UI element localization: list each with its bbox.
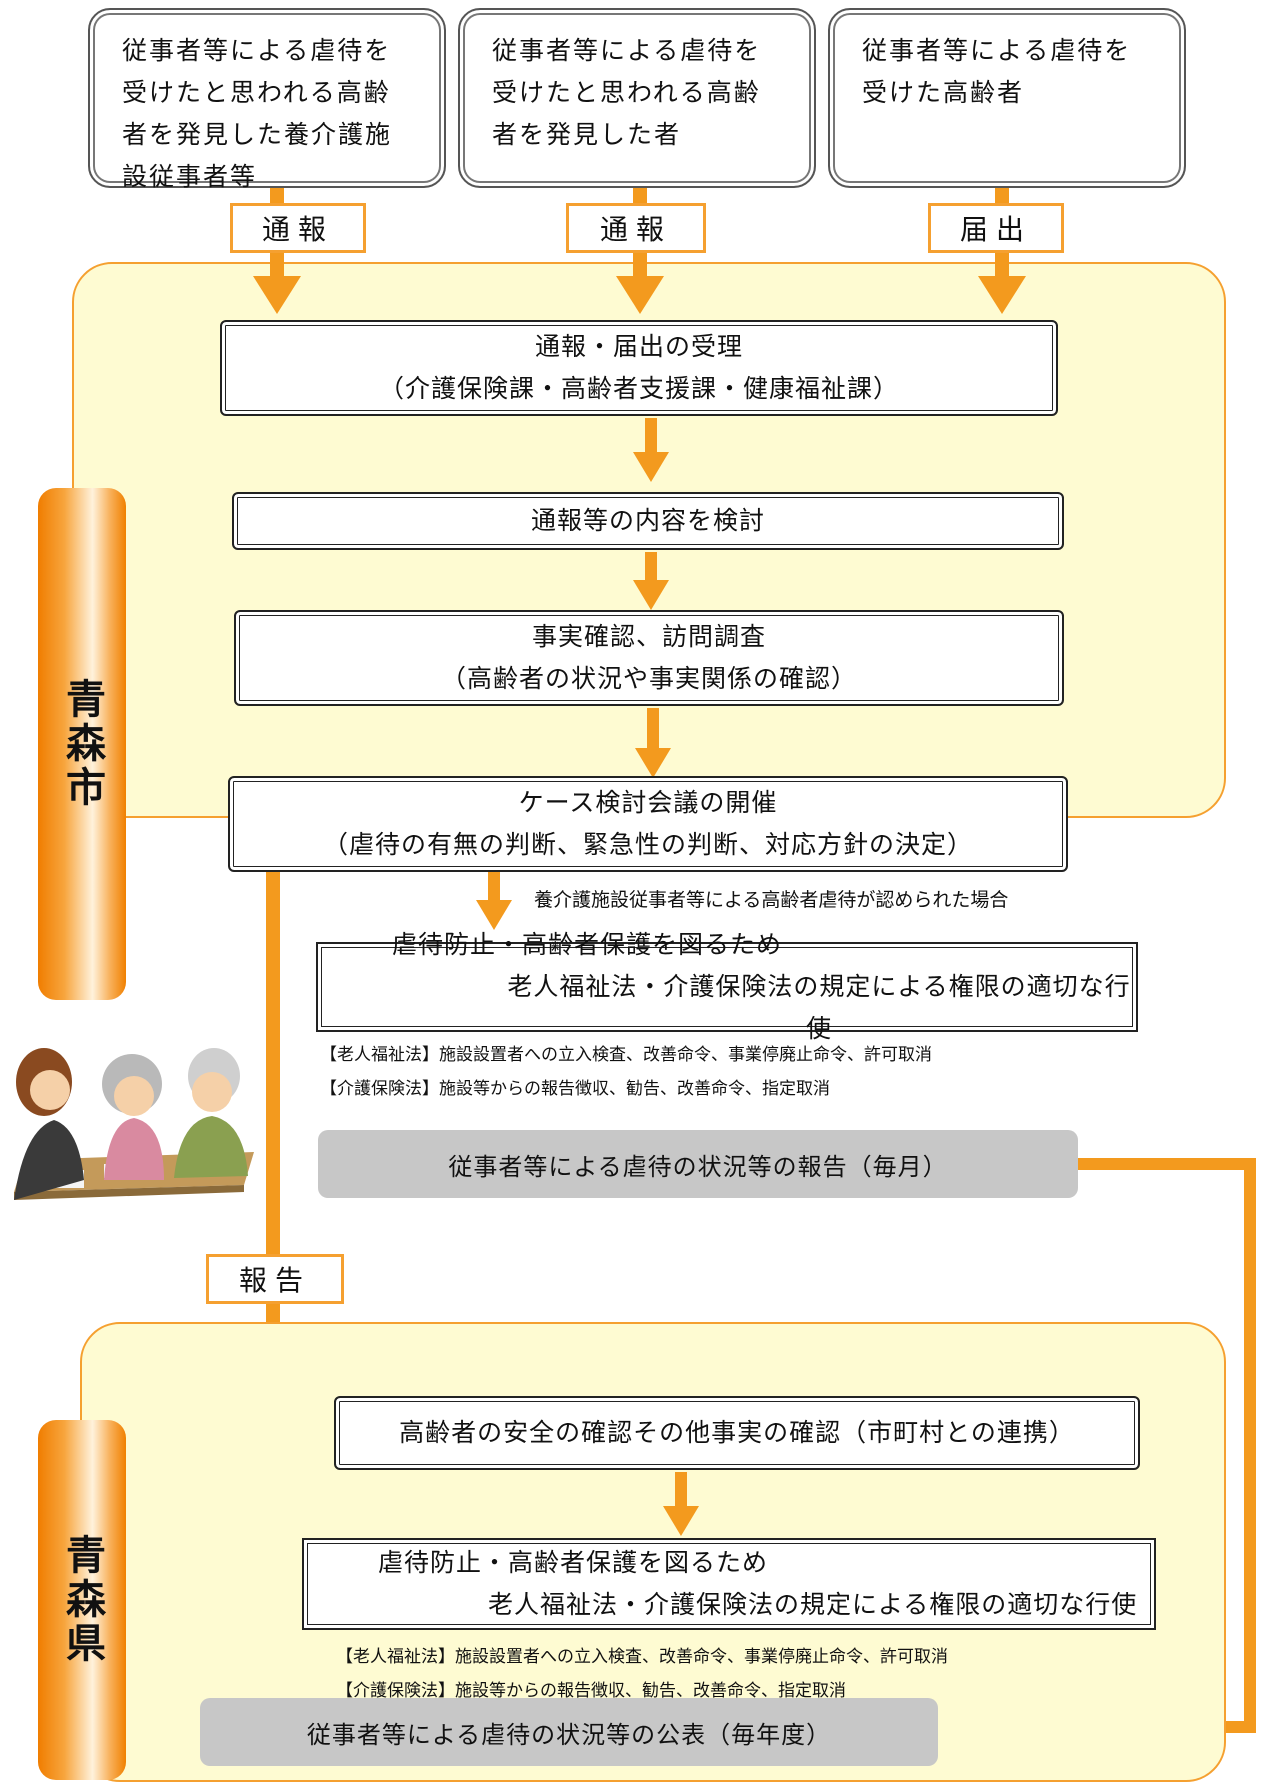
- prefecture-step-safety-check: 高齢者の安全の確認その他事実の確認（市町村との連携）: [334, 1396, 1140, 1470]
- law-item: 【介護保険法】施設等からの報告徴収、勧告、改善命令、指定取消: [320, 1079, 830, 1099]
- step-detail: （高齢者の状況や事実関係の確認）: [440, 664, 857, 693]
- city-step-review: 通報等の内容を検討: [232, 492, 1064, 550]
- monthly-connector: [1078, 1158, 1256, 1170]
- arrow-shaft: [488, 872, 500, 902]
- label-text: 届出: [959, 213, 1032, 246]
- arrow-head: [663, 1506, 699, 1536]
- step-title: 虐待防止・高齢者保護を図るため: [378, 1548, 769, 1577]
- prefecture-tab: 青森県: [38, 1420, 126, 1780]
- step-title: 通報・届出の受理: [534, 332, 743, 361]
- step-title: 事実確認、訪問調査: [531, 622, 766, 651]
- law-item: 【老人福祉法】施設設置者への立入検査、改善命令、事業停廃止命令、許可取消: [336, 1647, 948, 1667]
- label-report-up: 報告: [206, 1254, 344, 1304]
- step-title: ケース検討会議の開催: [518, 788, 778, 817]
- arrow-head: [253, 276, 301, 314]
- arrow-head: [476, 900, 512, 930]
- city-name: 青森市: [59, 678, 105, 810]
- monthly-connector: [1244, 1158, 1256, 1733]
- source-box-discoverer: 従事者等による虐待を 受けたと思われる高齢 者を発見した者: [458, 8, 816, 188]
- city-monthly-report: 従事者等による虐待の状況等の報告（毎月）: [318, 1130, 1078, 1198]
- label-text: 報告: [238, 1264, 311, 1297]
- city-step-investigation: 事実確認、訪問調査 （高齢者の状況や事実関係の確認）: [234, 610, 1064, 706]
- source-text: 者を発見した者: [492, 120, 682, 149]
- condition-note: 養介護施設従事者等による高齢者虐待が認められた場合: [534, 889, 1009, 911]
- law-item: 【老人福祉法】施設設置者への立入検査、改善命令、事業停廃止命令、許可取消: [320, 1045, 932, 1065]
- label-text: 通報: [599, 213, 672, 246]
- arrow-head: [616, 276, 664, 314]
- source-text: 設従事者等: [122, 162, 258, 191]
- label-notify: 届出: [928, 203, 1064, 253]
- arrow-shaft: [675, 1472, 687, 1508]
- annual-publication-text: 従事者等による虐待の状況等の公表（毎年度）: [306, 1720, 832, 1749]
- arrow-head: [633, 452, 669, 482]
- step-title: 虐待防止・高齢者保護を図るため: [392, 930, 783, 959]
- prefecture-law-list: 【老人福祉法】施設設置者への立入検査、改善命令、事業停廃止命令、許可取消 【介護…: [336, 1640, 1196, 1710]
- source-text: 従事者等による虐待を: [122, 36, 392, 65]
- prefecture-name: 青森県: [59, 1534, 105, 1666]
- step-detail: 老人福祉法・介護保険法の規定による権限の適切な行使: [488, 1590, 1138, 1619]
- city-step-authority: 虐待防止・高齢者保護を図るため 老人福祉法・介護保険法の規定による権限の適切な行…: [316, 930, 1138, 1043]
- source-box-victim: 従事者等による虐待を 受けた高齢者: [828, 8, 1186, 188]
- source-text: 受けたと思われる高齢: [122, 78, 391, 107]
- source-text: 受けたと思われる高齢: [492, 78, 761, 107]
- source-box-facility-staff: 従事者等による虐待を 受けたと思われる高齢 者を発見した養介護施 設従事者等: [88, 8, 446, 191]
- monthly-report-text: 従事者等による虐待の状況等の報告（毎月）: [448, 1152, 948, 1181]
- consultation-illustration: [14, 1048, 254, 1200]
- step-title: 高齢者の安全の確認その他事実の確認（市町村との連携）: [399, 1418, 1075, 1447]
- prefecture-step-authority: 虐待防止・高齢者保護を図るため 老人福祉法・介護保険法の規定による権限の適切な行…: [302, 1538, 1156, 1630]
- source-text: 受けた高齢者: [862, 78, 1025, 107]
- step-detail: （虐待の有無の判断、緊急性の判断、対応方針の決定）: [322, 830, 973, 859]
- arrow-shaft: [645, 418, 657, 454]
- step-detail: 老人福祉法・介護保険法の規定による権限の適切な行使: [507, 972, 1131, 1043]
- label-text: 通報: [261, 213, 334, 246]
- source-text: 従事者等による虐待を: [492, 36, 762, 65]
- step-detail: （介護保険課・高齢者支援課・健康福祉課）: [378, 374, 899, 403]
- city-tab: 青森市: [38, 488, 126, 1000]
- city-step-case-meeting: ケース検討会議の開催 （虐待の有無の判断、緊急性の判断、対応方針の決定）: [228, 776, 1068, 872]
- label-report-1: 通報: [230, 203, 366, 253]
- source-text: 者を発見した養介護施: [122, 120, 393, 149]
- prefecture-annual-publication: 従事者等による虐待の状況等の公表（毎年度）: [200, 1698, 938, 1766]
- step-title: 通報等の内容を検討: [530, 506, 765, 535]
- arrow-head: [978, 276, 1026, 314]
- label-report-2: 通報: [566, 203, 706, 253]
- city-law-list: 【老人福祉法】施設設置者への立入検査、改善命令、事業停廃止命令、許可取消 【介護…: [320, 1038, 1160, 1108]
- city-step-receive: 通報・届出の受理 （介護保険課・高齢者支援課・健康福祉課）: [220, 320, 1058, 416]
- arrow-head: [633, 580, 669, 610]
- arrow-head: [635, 748, 671, 778]
- law-item: 【介護保険法】施設等からの報告徴収、勧告、改善命令、指定取消: [336, 1681, 846, 1701]
- arrow-shaft: [647, 708, 659, 750]
- source-text: 従事者等による虐待を: [862, 36, 1132, 65]
- arrow-shaft: [645, 552, 657, 582]
